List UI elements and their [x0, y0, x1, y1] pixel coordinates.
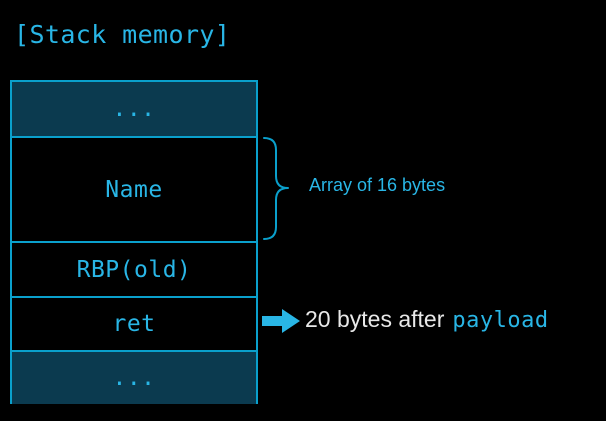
stack-cell-name: Name: [12, 136, 256, 241]
right-arrow-icon: [262, 309, 300, 333]
stack-cell-bottom-ellipsis: ...: [12, 350, 256, 404]
diagram-title: [Stack memory]: [14, 20, 231, 49]
stack-cell-ret: ret: [12, 296, 256, 350]
stack-memory-block: ... Name RBP(old) ret ...: [10, 80, 258, 404]
payload-code-label: payload: [452, 308, 549, 333]
stack-cell-top-ellipsis: ...: [12, 82, 256, 136]
ret-offset-text: 20 bytes after: [305, 306, 445, 332]
right-curly-brace-icon: [263, 137, 289, 240]
array-size-annotation: Array of 16 bytes: [309, 175, 446, 195]
stack-cell-rbp-old: RBP(old): [12, 241, 256, 296]
ret-offset-annotation: 20 bytes after payload: [305, 306, 549, 333]
